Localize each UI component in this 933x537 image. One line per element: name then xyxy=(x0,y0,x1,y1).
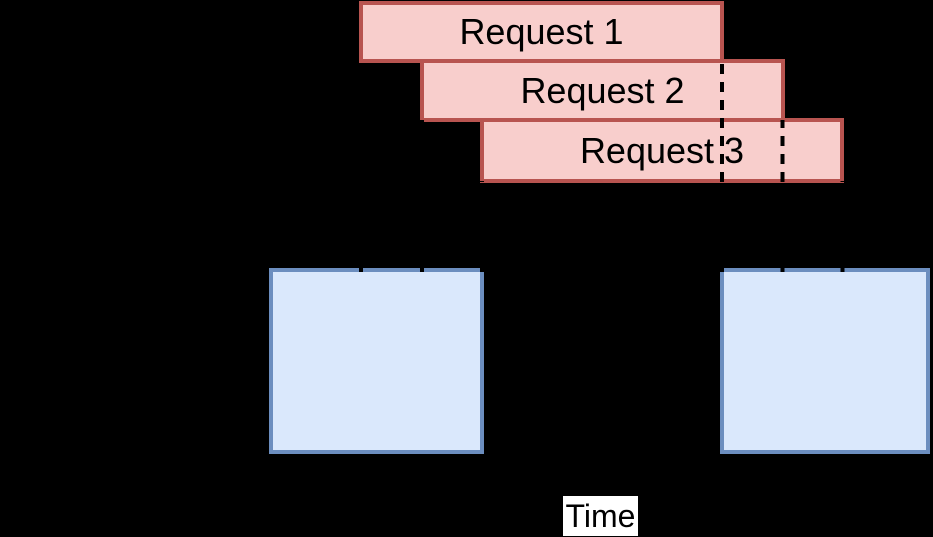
request-bar-2: Request 2 xyxy=(420,59,785,122)
request-1-label: Request 1 xyxy=(459,11,624,52)
request-2-label: Request 2 xyxy=(520,69,685,111)
request-bar-1: Request 1 xyxy=(359,1,724,63)
batch-box-right xyxy=(720,268,930,454)
batch-box-left xyxy=(269,268,484,454)
request-3-label: Request 3 xyxy=(579,129,745,171)
request-bar-3: Request 3 xyxy=(480,118,844,183)
time-axis-label: Time xyxy=(563,496,638,536)
